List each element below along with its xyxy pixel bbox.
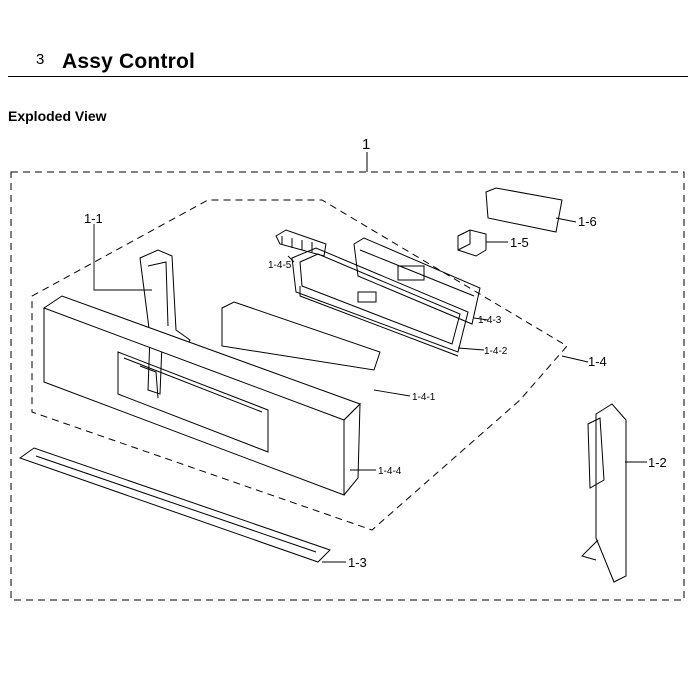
- bracket-part-1-1: [139, 249, 191, 395]
- connector-part-1-4-5: [275, 229, 327, 257]
- glass-part-1-4-1: [221, 301, 381, 371]
- callout-1-6: 1-6: [578, 214, 597, 229]
- pcb-part-1-4-3: [353, 237, 481, 325]
- section-title: Assy Control: [62, 50, 196, 73]
- callout-1-2: 1-2: [648, 455, 667, 470]
- exploded-view-heading: Exploded View: [8, 108, 107, 124]
- module-part-1-5: [457, 229, 487, 257]
- callout-1-3: 1-3: [348, 555, 367, 570]
- callout-1-4-1: 1-4-1: [412, 392, 436, 403]
- callout-1-1: 1-1: [84, 211, 103, 226]
- trim-strip-part-1-3: [18, 447, 331, 563]
- callout-1-4-4: 1-4-4: [378, 466, 402, 477]
- pcb-holder-part-1-4-2: [291, 247, 469, 357]
- assembly-boundary: [10, 171, 685, 601]
- callout-1-4-2: 1-4-2: [484, 346, 508, 357]
- callout-1-5: 1-5: [510, 235, 529, 250]
- callout-1-4-5: 1-4-5: [268, 260, 292, 271]
- side-bracket-part-1-2: [581, 403, 627, 583]
- subassembly-boundary: [31, 199, 568, 531]
- callout-1-4-3: 1-4-3: [478, 315, 502, 326]
- section-number: 3: [36, 51, 45, 68]
- title-underline: [8, 76, 688, 77]
- control-panel-part-1-4-4: [42, 295, 361, 496]
- plate-part-1-6: [485, 187, 563, 233]
- assembly-callout: 1: [362, 136, 370, 153]
- callout-1-4: 1-4: [588, 354, 607, 369]
